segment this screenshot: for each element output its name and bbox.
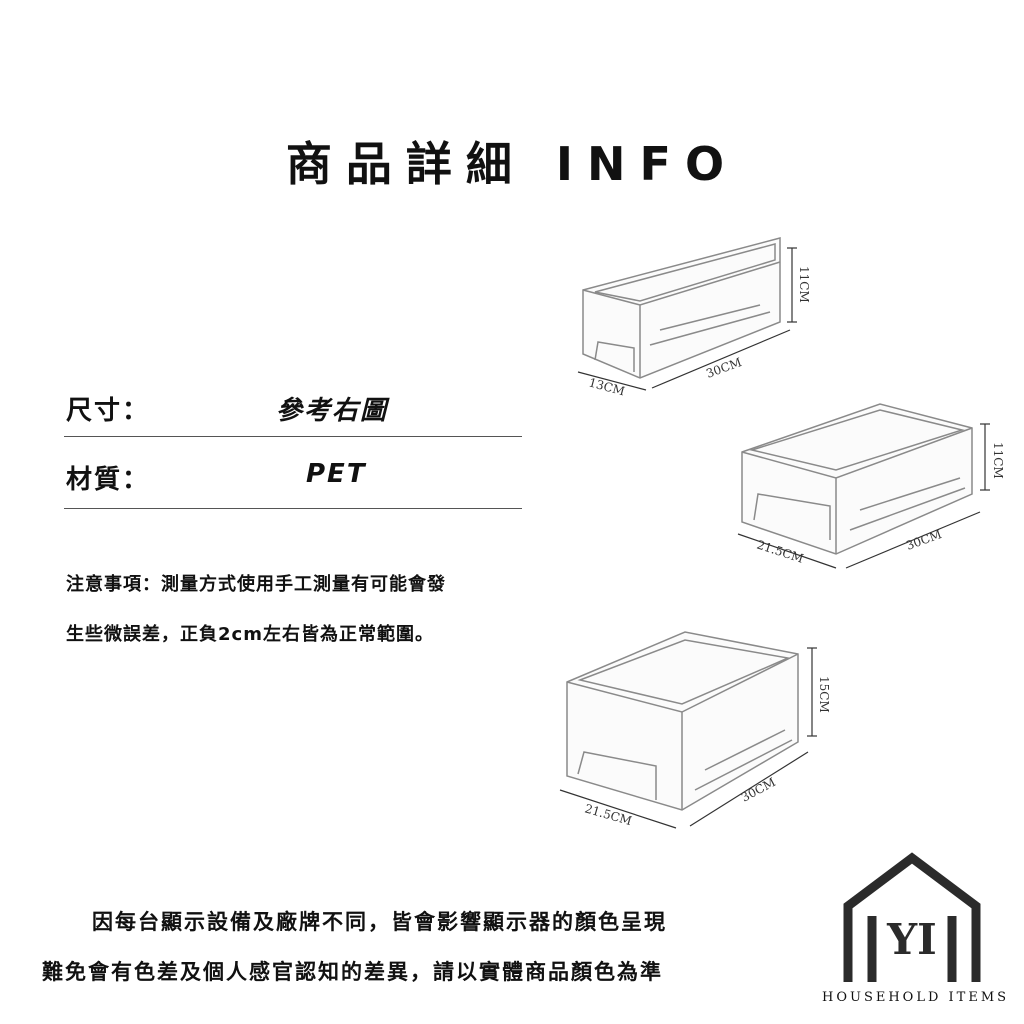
spec-material-label: 材質：	[66, 465, 151, 495]
drawer-box-small	[582, 237, 781, 379]
dim-length-3: 30CM	[739, 775, 778, 805]
dim-height-3: 15CM	[817, 676, 831, 713]
logo-letters: YI	[886, 915, 937, 964]
brand-tagline: HOUSEHOLD ITEMS	[822, 990, 1010, 1005]
house-icon	[843, 852, 981, 982]
page-title: 商品詳細 INFO	[285, 137, 739, 191]
dim-width-2: 21.5CM	[755, 538, 805, 566]
spec-size-label: 尺寸：	[66, 396, 151, 426]
disclaimer-line-1: 因每台顯示設備及廠牌不同，皆會影響顯示器的顏色呈現	[92, 910, 667, 934]
brand-logo: YI	[843, 852, 981, 982]
drawer-box-large	[566, 631, 799, 811]
disclaimer-line-2: 難免會有色差及個人感官認知的差異，請以實體商品顏色為準	[42, 960, 663, 984]
note-line-2: 生些微誤差，正負2cm左右皆為正常範圍。	[66, 624, 434, 645]
note-line-1: 注意事項：測量方式使用手工測量有可能會發	[66, 574, 446, 595]
divider	[64, 436, 522, 437]
spec-material-value: PET	[306, 459, 367, 489]
divider	[64, 508, 522, 509]
spec-size-value: 參考右圖	[276, 396, 389, 426]
dim-length-2: 30CM	[904, 527, 943, 553]
drawer-box-medium	[741, 403, 973, 555]
dim-length-1: 30CM	[704, 355, 743, 381]
dim-height-1: 11CM	[797, 266, 811, 303]
dim-width-1: 13CM	[587, 375, 626, 398]
dim-height-2: 11CM	[991, 442, 1005, 479]
